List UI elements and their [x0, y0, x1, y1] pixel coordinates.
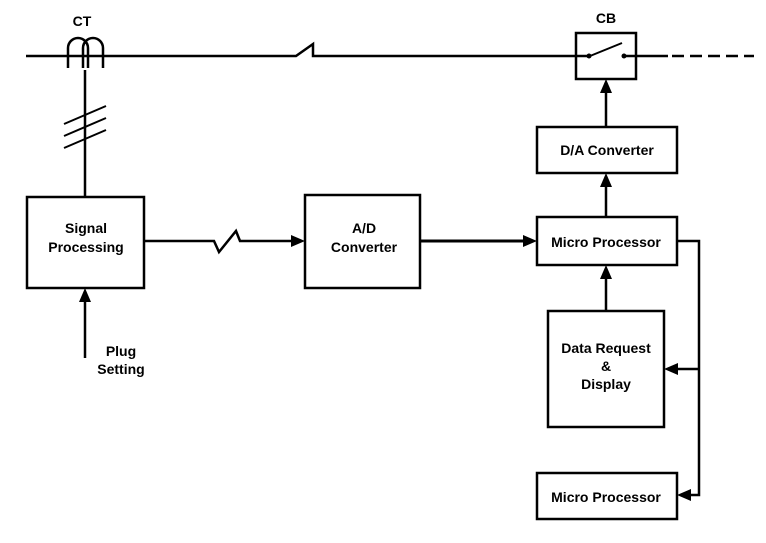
signal-processing-box — [25, 195, 146, 290]
plug-setting-label-2: Setting — [97, 361, 144, 377]
data-request-label-3: Display — [581, 376, 631, 392]
data-request-label-2: & — [601, 358, 611, 374]
ad-converter-label-1: A/D — [352, 220, 376, 236]
ad-converter-label-2: Converter — [331, 239, 398, 255]
ct-signal-line — [63, 70, 107, 197]
signal-processing-label-2: Processing — [48, 239, 123, 255]
signal-to-ad-arrow — [144, 228, 305, 255]
data-request-display-box — [546, 309, 666, 429]
ad-to-mp-arrow — [420, 235, 537, 247]
plug-setting-label-1: Plug — [106, 343, 136, 359]
mp-to-da-arrow — [600, 173, 612, 217]
micro-processor-main-label: Micro Processor — [551, 234, 661, 250]
da-converter-label: D/A Converter — [560, 142, 654, 158]
ct-label: CT — [73, 13, 92, 29]
power-line — [26, 41, 754, 58]
micro-processor-secondary-label: Micro Processor — [551, 489, 661, 505]
da-to-cb-arrow — [600, 79, 612, 127]
cb-symbol — [574, 31, 638, 81]
da-converter-box — [535, 125, 679, 175]
plug-setting-arrow — [79, 288, 91, 358]
ct-symbol — [66, 36, 105, 68]
signal-processing-label-1: Signal — [65, 220, 107, 236]
data-request-to-mp-arrow — [600, 265, 612, 311]
micro-processor-secondary-box — [535, 471, 679, 521]
data-request-label-1: Data Request — [561, 340, 651, 356]
right-bus-line — [664, 239, 701, 501]
cb-label: CB — [596, 10, 616, 26]
